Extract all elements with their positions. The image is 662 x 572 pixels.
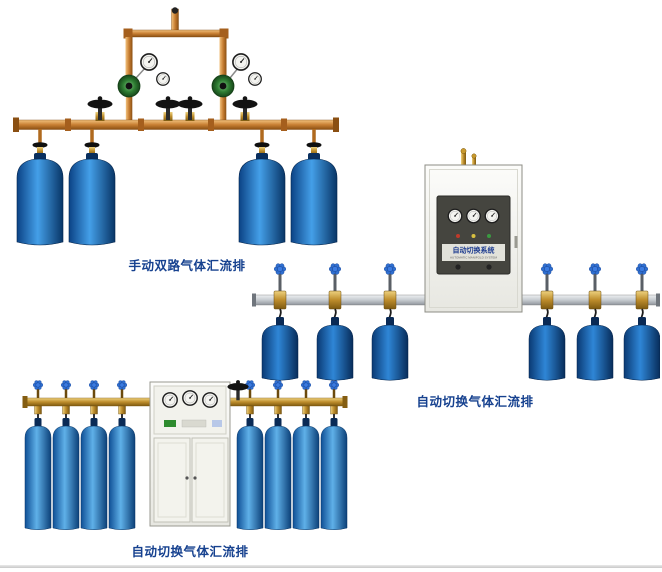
panel-label-blue (212, 420, 222, 427)
indicator-light-yellow (471, 234, 476, 238)
door-handle (185, 476, 189, 480)
indicator-light-red (456, 234, 460, 238)
manifold-header-pipe (13, 117, 339, 132)
gas-cylinder (80, 418, 108, 530)
pressure-gauge (140, 53, 158, 71)
gas-cylinder (108, 418, 136, 530)
pressure-gauge (162, 392, 178, 408)
gas-cylinder (371, 317, 409, 381)
page-bottom-border (0, 565, 662, 568)
gas-cylinder (261, 317, 299, 381)
product-caption: 自动切换气体汇流排 (131, 545, 249, 559)
panel-label (181, 419, 207, 428)
panel-label-green (164, 420, 176, 427)
manual-manifold-illustration (13, 7, 339, 246)
gas-cylinder (16, 153, 64, 246)
cylinder-connection (306, 129, 322, 155)
header-valve-handwheel (177, 96, 203, 121)
header-valve-handwheel (155, 96, 181, 121)
station-valves (34, 405, 338, 419)
panel-knob (486, 264, 492, 270)
gas-cylinder (292, 418, 320, 530)
pressure-gauge (182, 390, 198, 406)
gas-cylinder (236, 418, 264, 530)
pressure-gauge (248, 72, 262, 86)
valve-flower-handle (384, 263, 396, 275)
pressure-gauge (466, 208, 481, 224)
product-caption: 自动切换气体汇流排 (416, 395, 534, 409)
station-blocks (273, 290, 649, 323)
door-handle (193, 476, 197, 480)
cylinder-connection (84, 129, 100, 155)
cabinet-sublabel: AUTOMATIC MANIFOLD SYSTEM (450, 256, 497, 260)
valve-flower-handle (61, 380, 71, 390)
gas-cylinder (68, 153, 116, 246)
valve-flower-handle (33, 380, 43, 390)
valve-flower-handle (329, 380, 339, 390)
indicator-light-green (487, 234, 491, 238)
product-auto-switch-manifold-floor: 自动切换气体汇流排 (18, 378, 352, 560)
valve-flower-handle (274, 263, 286, 275)
auto-switch-floor-illustration (22, 380, 348, 530)
auto-switch-wall-illustration: 自动切换系统 AUTOMATIC MANIFOLD SYSTEM (252, 148, 661, 381)
gas-cylinder (290, 153, 338, 246)
gas-cylinder (316, 317, 354, 381)
product-auto-switch-manifold-wall: 自动切换系统 AUTOMATIC MANIFOLD SYSTEM 自动切换气体汇… (252, 148, 661, 410)
cylinder-connection (32, 129, 48, 155)
station-handles (274, 263, 648, 294)
cabinet-door-right (191, 437, 229, 523)
pressure-regulator-right (211, 53, 262, 122)
cabinet-inlet-valves (460, 148, 477, 166)
cylinder-connection (254, 129, 270, 155)
pressure-regulator-left (117, 53, 170, 122)
valve-flower-handle (117, 380, 127, 390)
panel-knob (455, 264, 461, 270)
station-handles (33, 380, 339, 399)
gas-cylinder (52, 418, 80, 530)
gas-cylinder (623, 317, 661, 381)
gas-cylinder (320, 418, 348, 530)
control-cabinet (149, 381, 231, 527)
product-caption: 手动双路气体汇流排 (128, 259, 246, 273)
valve-flower-handle (541, 263, 553, 275)
gas-cylinder (528, 317, 566, 381)
pressure-gauge (484, 208, 500, 224)
control-cabinet: 自动切换系统 AUTOMATIC MANIFOLD SYSTEM (424, 164, 523, 313)
top-inlet-assembly (123, 7, 229, 75)
cabinet-label: 自动切换系统 (453, 246, 495, 255)
gas-cylinder (576, 317, 614, 381)
valve-flower-handle (273, 380, 283, 390)
header-valve-handwheel (232, 96, 258, 121)
top-valve-knob (171, 7, 179, 14)
header-valve-handwheel (227, 380, 249, 401)
product-manual-dual-gas-manifold: 手动双路气体汇流排 (8, 6, 344, 274)
valve-flower-handle (89, 380, 99, 390)
valve-flower-handle (301, 380, 311, 390)
pressure-gauge (202, 392, 218, 408)
pressure-gauge (232, 53, 250, 71)
valve-flower-handle (589, 263, 601, 275)
gas-cylinder (238, 153, 286, 246)
gas-cylinder (264, 418, 292, 530)
pressure-gauge (447, 208, 463, 224)
header-valve-handwheel (87, 96, 113, 121)
valve-flower-handle (329, 263, 341, 275)
cabinet-door-left (153, 437, 191, 523)
cabinet-handle (514, 236, 518, 248)
gas-cylinder (24, 418, 52, 530)
pressure-gauge (156, 72, 170, 86)
valve-flower-handle (636, 263, 648, 275)
